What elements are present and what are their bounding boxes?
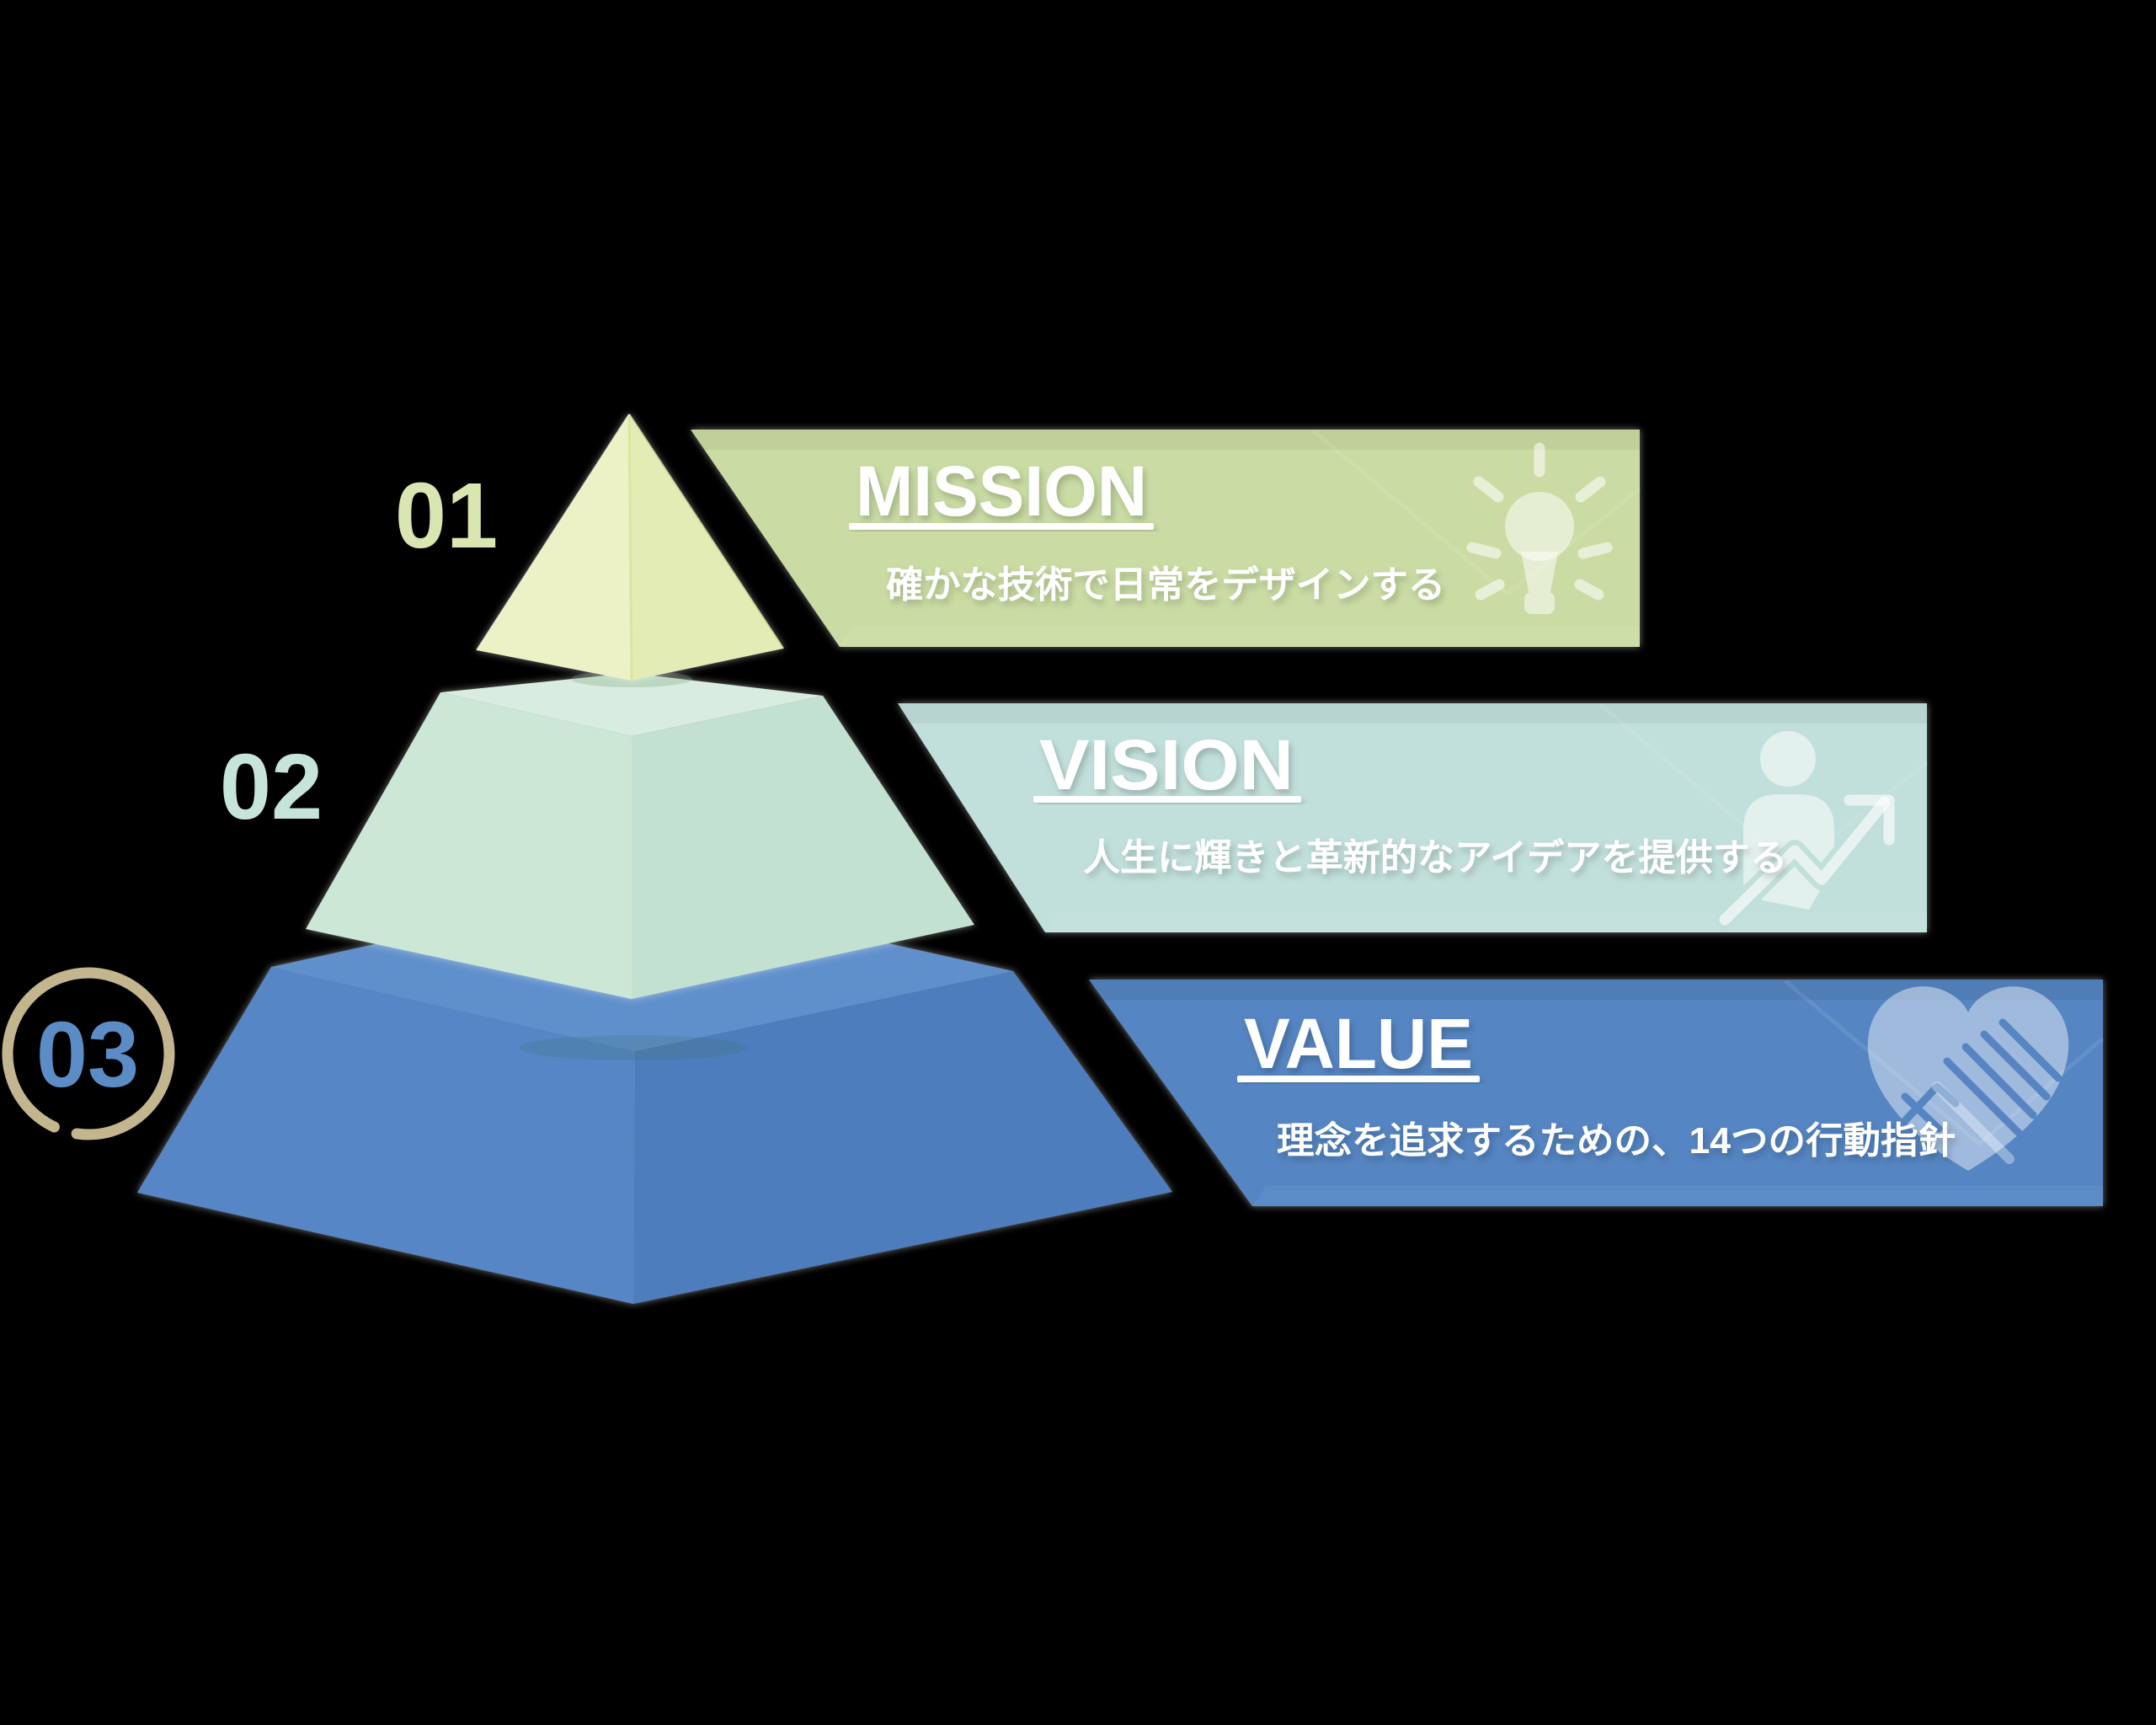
value-banner: VALUE 理念を追求するための、14つの行動指針 xyxy=(1089,980,2105,1206)
tier2-contact-shadow xyxy=(520,1035,747,1060)
tier1-front-ridge-highlight xyxy=(627,414,633,681)
mission-banner-bottom-light xyxy=(840,627,1640,647)
vision-banner-top-shade xyxy=(898,703,1927,724)
step-number-03-ring xyxy=(2,967,175,1140)
mission-banner-top-shade xyxy=(691,430,1640,450)
tier1-left-edge-highlight xyxy=(476,414,630,651)
value-banner-bottom-light xyxy=(1252,1186,2103,1206)
value-subtitle: 理念を追求するための、14つの行動指針 xyxy=(1277,1119,1956,1162)
mission-title: MISSION xyxy=(856,451,1147,531)
pyramid-tier2-vision xyxy=(306,670,974,999)
pyramid-tier3-value xyxy=(137,887,1172,1304)
pyramid-tier1-right-face xyxy=(629,414,783,681)
mission-subtitle: 確かな技術で日常をデザインする xyxy=(886,563,1445,606)
step-number-01: 01 xyxy=(395,464,498,568)
value-title-underline xyxy=(1237,1076,1480,1082)
vision-subtitle: 人生に輝きと革新的なアイデアを提供する xyxy=(1083,836,1787,879)
pyramid-tier1-left-face xyxy=(477,414,632,681)
step-number-03: 03 xyxy=(36,1003,139,1107)
mission-title-underline xyxy=(849,523,1154,530)
heart-handshake-icon xyxy=(1867,986,2069,1171)
person-growth-icon xyxy=(1714,731,1896,931)
lightbulb-icon xyxy=(1466,442,1613,614)
value-title: VALUE xyxy=(1244,1004,1473,1083)
mission-banner: MISSION 確かな技術で日常をデザインする xyxy=(691,430,1641,647)
vision-title: VISION xyxy=(1039,725,1294,804)
step-number-02: 02 xyxy=(220,735,323,839)
mission-envelope-watermark xyxy=(1312,430,1641,597)
pyramid-tier2-top-face xyxy=(440,673,823,736)
pyramid-tier2-right-face xyxy=(632,696,974,999)
vision-title-underline xyxy=(1033,796,1301,803)
pyramid-tier3-left-face xyxy=(137,967,635,1304)
vision-banner-bottom-light xyxy=(1045,912,1927,932)
tier1-right-edge-highlight xyxy=(627,414,785,649)
mission-banner-shape xyxy=(691,430,1640,647)
pyramid-tier1-mission xyxy=(476,414,785,681)
vision-banner: VISION 人生に輝きと革新的なアイデアを提供する xyxy=(898,703,1929,932)
pyramid-tier3-right-face xyxy=(633,971,1172,1304)
pyramid-tier2-left-face xyxy=(306,692,632,999)
value-banner-top-shade xyxy=(1089,980,2103,1000)
